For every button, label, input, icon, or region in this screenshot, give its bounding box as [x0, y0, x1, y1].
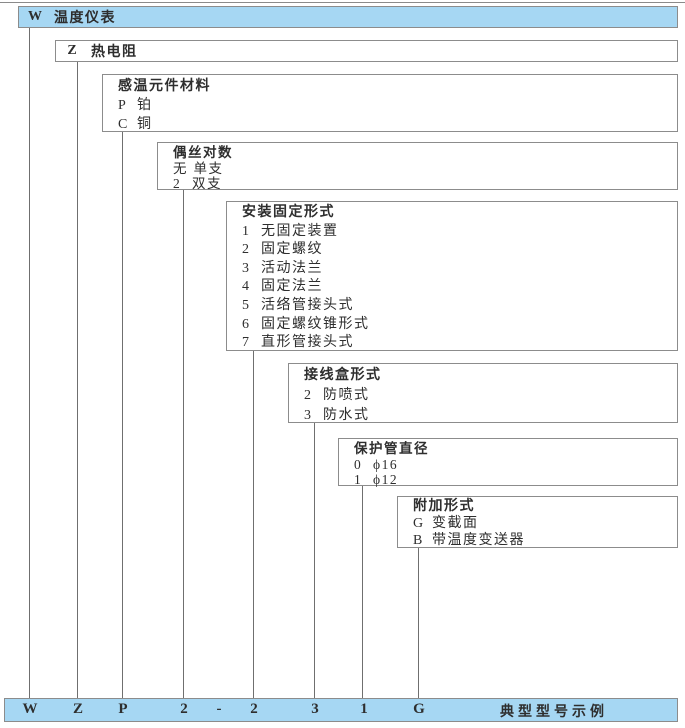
option-row: 2 双支: [173, 176, 677, 192]
option-row: 7 直形管接头式: [242, 334, 677, 353]
example-caption: 典型型号示例: [500, 705, 608, 720]
option-code: 1: [354, 472, 361, 487]
option-row: G 变截面: [413, 516, 677, 533]
box-sensor-type-title: 热电阻: [91, 45, 138, 60]
connector-line-w: [29, 28, 30, 698]
box-junction-box-form-title: 接线盒形式: [304, 368, 382, 383]
option-row: 3 活动法兰: [242, 260, 677, 279]
option-code: 6: [242, 316, 249, 332]
bar-code-w: W: [22, 701, 38, 717]
option-code: 3: [304, 408, 311, 423]
option-code: 3: [242, 260, 249, 276]
option-label: 防喷式: [323, 388, 370, 403]
option-label: 固定螺纹锥形式: [261, 316, 370, 332]
code-z: Z: [67, 43, 77, 58]
option-code: 无: [173, 160, 187, 176]
option-code: 2: [304, 388, 311, 403]
top-rule: [0, 2, 685, 3]
option-row: B 带温度变送器: [413, 533, 677, 550]
option-code: 0: [354, 456, 361, 472]
bar-code-1: 1: [360, 701, 368, 717]
box-tube-diameter-title: 保护管直径: [354, 441, 429, 456]
example-model-bar: W Z P 2 - 2 3 1 G 典型型号示例: [4, 698, 678, 722]
option-label: 铜: [137, 117, 153, 132]
bar-code-z: Z: [72, 701, 84, 717]
bar-code-2a: 2: [180, 701, 188, 717]
option-code: 4: [242, 279, 249, 295]
connector-line-junction: [314, 423, 315, 698]
option-label: 固定螺纹: [261, 242, 323, 258]
option-row: 1 无固定装置: [242, 223, 677, 242]
option-label: 防水式: [323, 408, 370, 423]
option-code: C: [118, 117, 128, 132]
box-wire-pairs-title: 偶丝对数: [173, 145, 233, 160]
option-label: 铂: [137, 98, 153, 113]
option-label: 双支: [192, 176, 222, 191]
option-label: 无固定装置: [261, 223, 339, 239]
option-label: 活动法兰: [261, 260, 323, 276]
box-instrument-title: 温度仪表: [54, 11, 116, 26]
box-sensor-type: Z 热电阻: [55, 40, 678, 62]
box-additional-form-title: 附加形式: [413, 499, 475, 514]
option-row: 3 防水式: [304, 406, 677, 426]
option-row: 5 活络管接头式: [242, 297, 677, 316]
box-tube-diameter: 保护管直径 0 ϕ16 1 ϕ12: [338, 438, 678, 488]
option-code: P: [118, 98, 126, 113]
connector-line-material: [122, 132, 123, 698]
option-label: 固定法兰: [261, 279, 323, 295]
option-row: 0 ϕ16: [354, 457, 677, 473]
box-junction-box-form: 接线盒形式 2 防喷式 3 防水式: [288, 363, 678, 423]
connector-line-additional: [418, 548, 419, 698]
option-code: 1: [242, 223, 249, 239]
connector-line-diameter: [362, 486, 363, 698]
option-row: 4 固定法兰: [242, 278, 677, 297]
connector-line-mounting: [253, 351, 254, 698]
box-additional-form: 附加形式 G 变截面 B 带温度变送器: [397, 496, 678, 548]
option-label: 带温度变送器: [432, 532, 525, 548]
option-code: B: [413, 532, 423, 548]
option-code: 2: [242, 242, 249, 258]
bar-code-3: 3: [311, 701, 319, 717]
option-row: 无单支: [173, 161, 677, 177]
option-label: 直形管接头式: [261, 335, 354, 351]
box-element-material-title: 感温元件材料: [118, 79, 211, 94]
bar-code-dash: -: [216, 701, 222, 717]
box-wire-pairs: 偶丝对数 无单支 2 双支: [157, 142, 678, 192]
connector-line-pairs: [183, 190, 184, 698]
option-label: 单支: [193, 160, 224, 176]
option-label: ϕ16: [373, 456, 399, 472]
option-label: 活络管接头式: [261, 297, 354, 313]
bar-code-g: G: [413, 701, 425, 717]
box-instrument: W 温度仪表: [18, 6, 678, 28]
option-code: 5: [242, 297, 249, 313]
option-code: 2: [173, 176, 180, 191]
bar-code-2b: 2: [250, 701, 258, 717]
option-row: 2 固定螺纹: [242, 241, 677, 260]
option-row: 6 固定螺纹锥形式: [242, 316, 677, 335]
option-row: 2 防喷式: [304, 386, 677, 406]
connector-line-z: [77, 62, 78, 698]
bar-code-p: P: [118, 701, 128, 717]
option-label: ϕ12: [373, 472, 399, 487]
code-w: W: [28, 9, 42, 24]
option-code: G: [413, 515, 424, 531]
option-row: 1 ϕ12: [354, 472, 677, 488]
option-label: 变截面: [432, 515, 479, 531]
option-code: 7: [242, 335, 249, 351]
box-mounting-form-title: 安装固定形式: [242, 205, 335, 220]
